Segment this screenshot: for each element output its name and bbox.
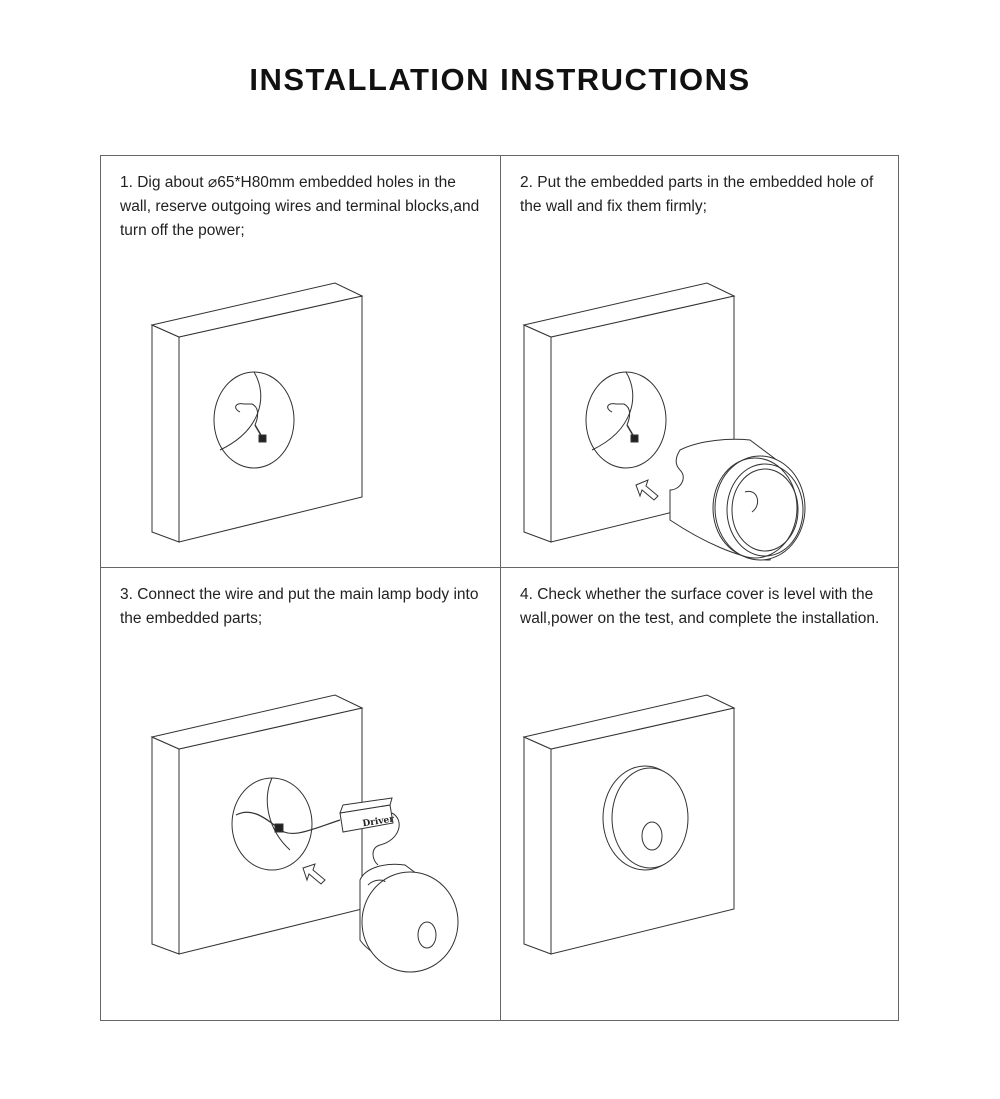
divider-vertical [500, 156, 501, 1020]
step-2-illustration [523, 282, 806, 561]
step-4-illustration [523, 694, 735, 955]
step-3-illustration: Driver [151, 694, 459, 973]
lamp-body [359, 863, 459, 973]
steps-grid [100, 155, 899, 1021]
embedded-sleeve [669, 438, 806, 561]
step-4-text: 4. Check whether the surface cover is le… [520, 586, 880, 627]
driver-box: Driver [339, 797, 395, 833]
step-1-text: 1. Dig about ⌀65*H80mm embedded holes in… [120, 174, 480, 239]
arrow-icon [302, 863, 326, 885]
arrow-icon [635, 479, 659, 501]
divider-horizontal [101, 567, 898, 568]
step-3-text: 3. Connect the wire and put the main lam… [120, 586, 479, 627]
step-1-illustration [151, 282, 363, 543]
step-2-text: 2. Put the embedded parts in the embedde… [520, 174, 874, 215]
driver-label: Driver [362, 814, 395, 829]
page-title: INSTALLATION INSTRUCTIONS [249, 62, 751, 97]
